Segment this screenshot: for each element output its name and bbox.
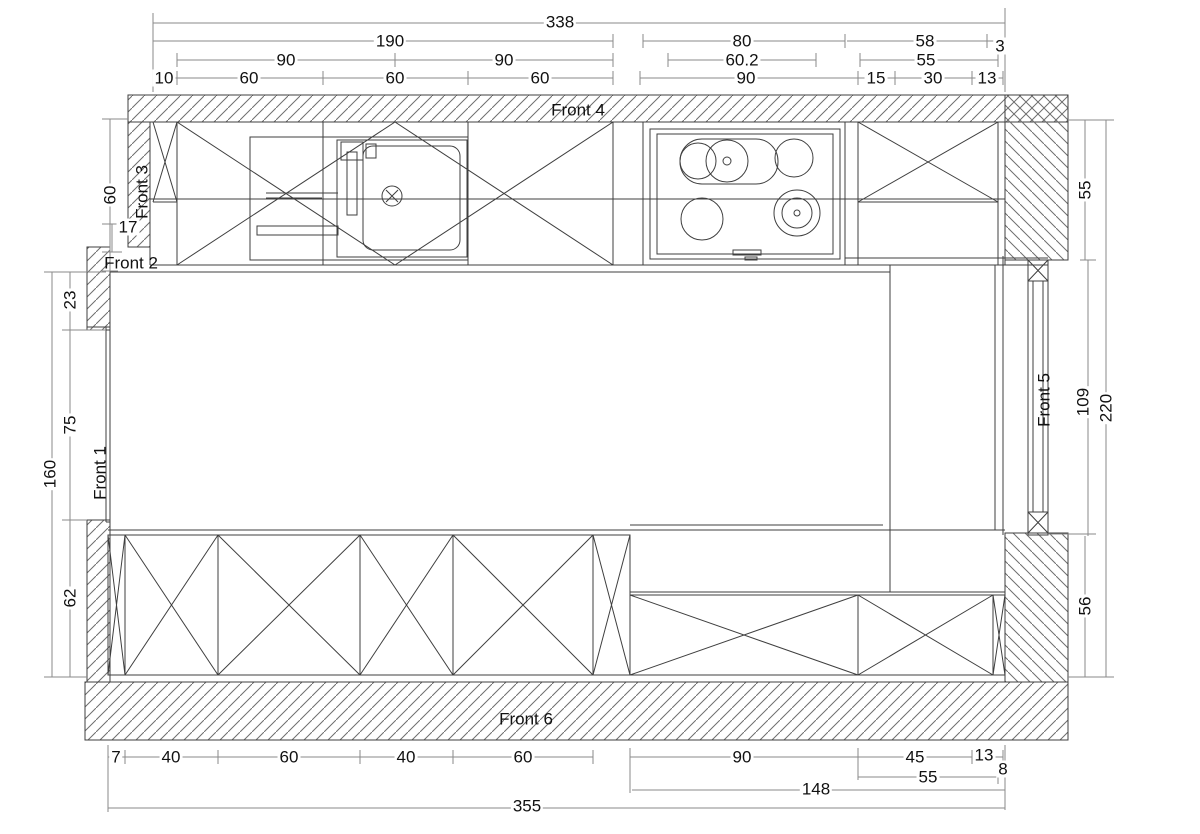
- cooktop: [649, 128, 841, 261]
- island: [87, 256, 1004, 535]
- faucet-spout: [346, 151, 358, 216]
- right-upper-wall: [1004, 94, 1069, 261]
- sink-drain: [381, 185, 403, 207]
- sink-basin: [362, 145, 461, 251]
- bottom-wall: [84, 681, 1069, 741]
- burner-bottom-right: [773, 189, 821, 237]
- burner-top-right: [774, 138, 814, 178]
- front2-wall-block: [86, 246, 111, 331]
- right-lower-wall: [1004, 532, 1069, 683]
- cabinet-x-right: [857, 121, 999, 203]
- left-lower-wall: [86, 519, 111, 683]
- cabinet-x-row-left: [107, 534, 631, 676]
- burner-bottom-left: [680, 197, 724, 241]
- bottom-cabinet-run: [107, 524, 1006, 676]
- front5-panel: [1005, 259, 1049, 536]
- cabinet-x-mid: [394, 121, 614, 266]
- left-upper-wall: [127, 121, 151, 248]
- faucet-base: [340, 141, 364, 161]
- drainboard-lines: [256, 192, 339, 236]
- cabinet-x-filler: [152, 121, 178, 203]
- cabinet-x-row-right: [629, 594, 1006, 676]
- dual-zone-outline: [679, 138, 779, 185]
- top-wall: [127, 94, 1069, 123]
- wall-hatching: [84, 94, 1069, 741]
- sink: [249, 136, 469, 261]
- cooktop-controls: [732, 249, 762, 261]
- burner-top-left: [679, 142, 717, 180]
